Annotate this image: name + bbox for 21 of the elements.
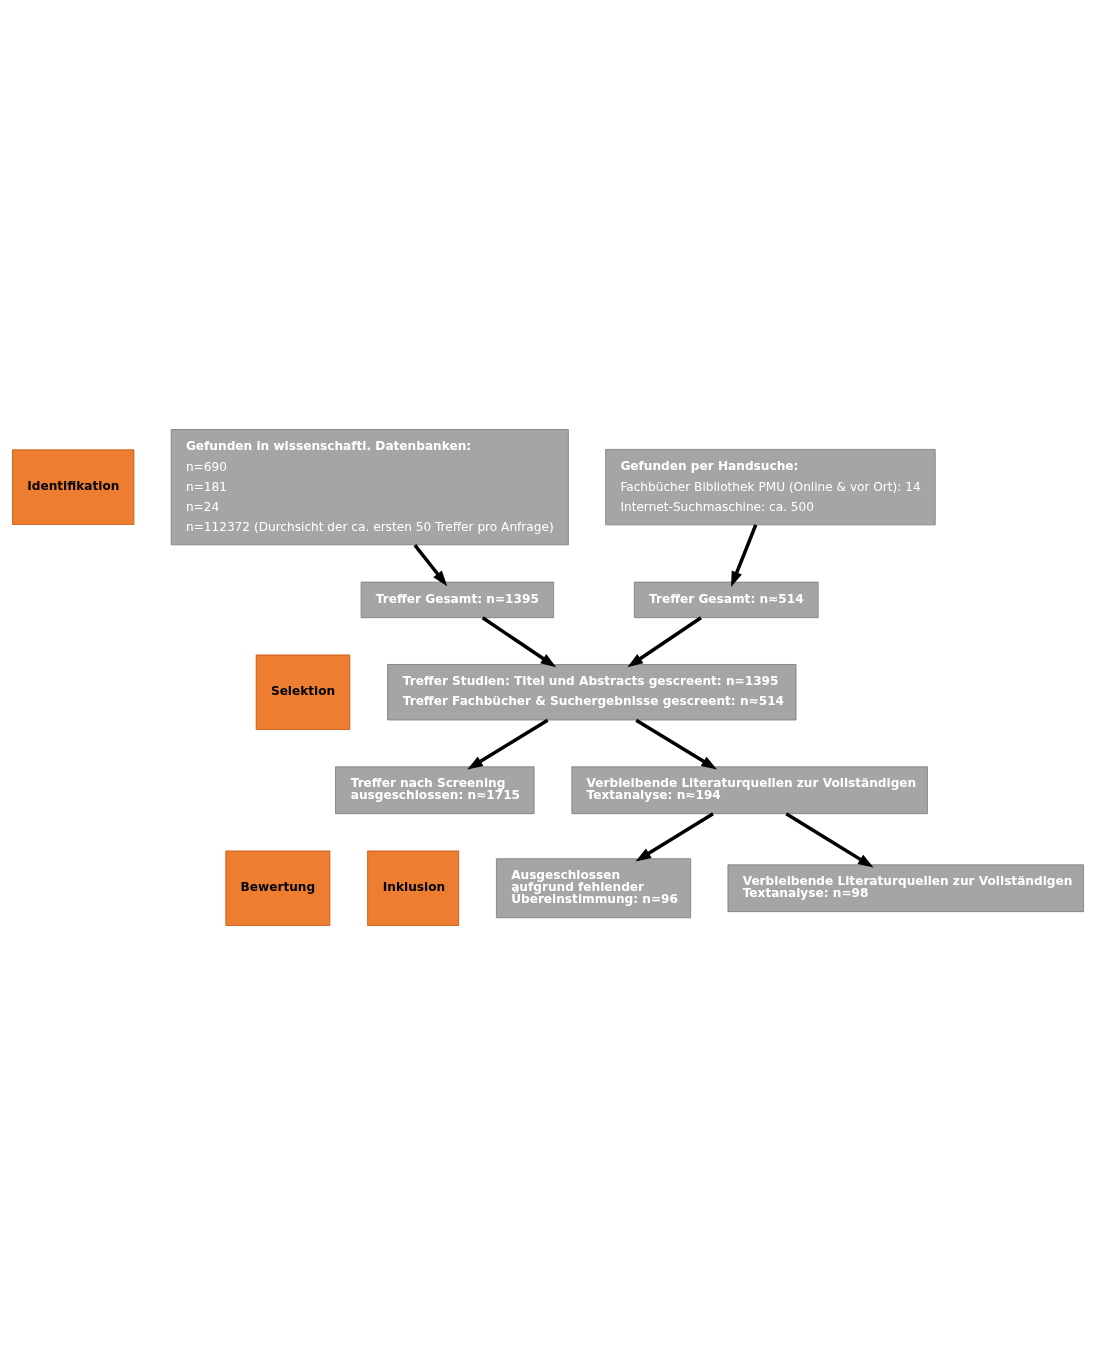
arrow bbox=[731, 523, 758, 587]
arrow bbox=[481, 615, 557, 667]
node-box: Verbleibende Literaturquellen zur Vollständigen Textanalyse: n=98 bbox=[727, 863, 1084, 912]
node-box: Treffer Gesamt: n=1395 bbox=[360, 581, 555, 618]
node-box: Treffer Studien: Titel und Abstracts gescreent: n=1395 Treffer Fachbücher & Suchergebnisse gescreent: n≈514 bbox=[387, 663, 797, 720]
node-box: Treffer nach Screening ausgeschlossen: n≈1715 bbox=[335, 765, 535, 814]
arrow bbox=[635, 718, 717, 769]
node-box: Selektion bbox=[255, 654, 351, 730]
node-box: Identifikation bbox=[12, 448, 135, 525]
node-box: Gefunden in wissenschaftl. Datenbanken: n=690 n=181 n=24 n=112372 (Durchsicht der ca. ersten 50 Treffer pro Anfrage) bbox=[170, 428, 569, 545]
node-box: Bewertung bbox=[225, 850, 331, 926]
arrow bbox=[627, 615, 702, 667]
arrow bbox=[413, 543, 448, 586]
arrow bbox=[785, 811, 874, 868]
node-box: Gefunden per Handsuche: Fachbücher Bibliothek PMU (Online & vor Ort): 14 Internet-Suchmaschine: ca. 500 bbox=[605, 448, 936, 525]
arrow bbox=[635, 811, 714, 861]
node-box: Treffer Gesamt: n≈514 bbox=[633, 581, 819, 618]
node-box: Ausgeschlossen aufgrund fehlender Übereinstimmung: n=96 bbox=[495, 857, 692, 918]
arrow bbox=[467, 718, 549, 769]
node-box: Inklusion bbox=[367, 850, 460, 926]
node-box: Verbleibende Literaturquellen zur Vollständigen Textanalyse: n≈194 bbox=[571, 765, 928, 814]
